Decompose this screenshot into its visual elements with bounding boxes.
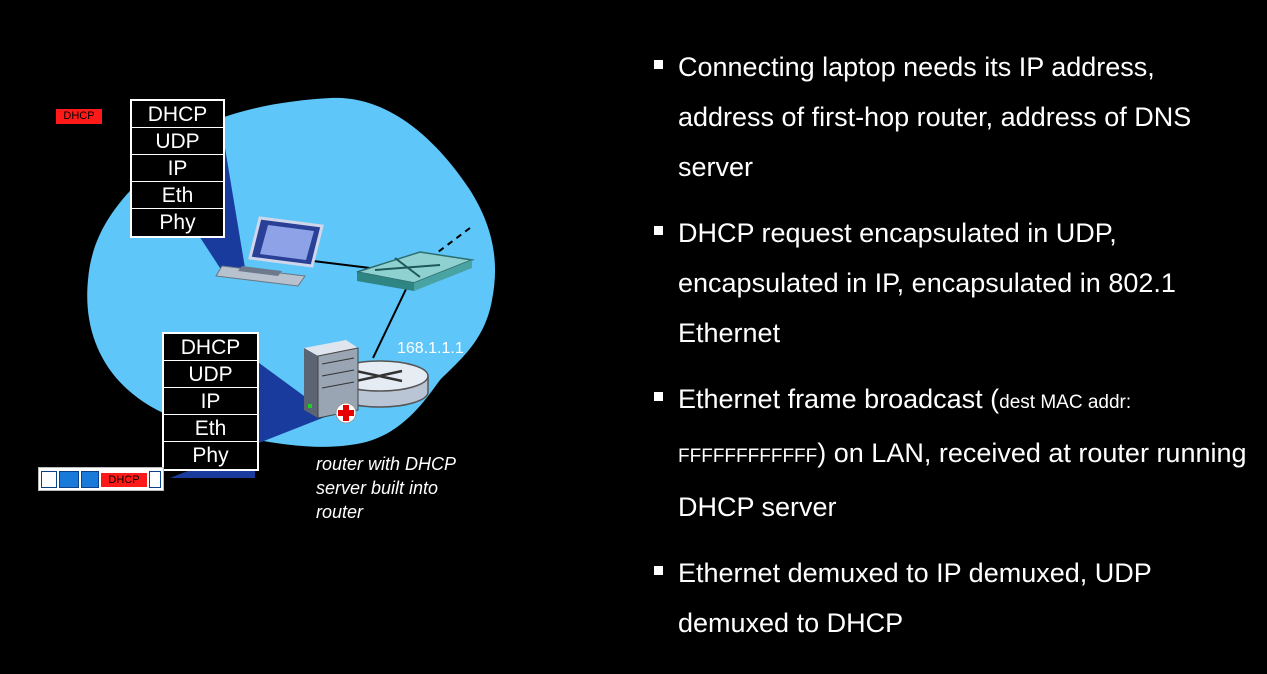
stack-layer-udp: UDP	[132, 128, 223, 155]
bullet-square-icon	[654, 392, 663, 401]
switch-icon	[356, 251, 475, 291]
stack-layer-phy: Phy	[159, 211, 196, 234]
router-caption-line: router	[316, 502, 364, 522]
bullet-item: Ethernet frame broadcast (dest MAC addr:…	[648, 374, 1248, 532]
stack-layer-eth: Eth	[164, 415, 257, 442]
stack-layer-dhcp: DHCP	[132, 101, 223, 128]
bullet-list: Connecting laptop needs its IP address, …	[648, 42, 1248, 664]
router-beam	[170, 360, 330, 478]
frame-header-block	[41, 471, 57, 488]
bullet-text: Connecting laptop needs its IP address, …	[678, 52, 1192, 182]
bullet-text-pre: Ethernet frame broadcast (	[678, 384, 1000, 414]
server-icon	[304, 340, 359, 419]
stack-layer-ip: IP	[132, 155, 223, 182]
switch-router-cable	[372, 284, 409, 359]
ethernet-frame: DHCP	[38, 467, 164, 491]
stack-layer-udp: UDP	[164, 361, 257, 388]
laptop-icon	[215, 216, 324, 287]
stack-layer-eth: Eth	[132, 182, 223, 209]
bullet-item: DHCP request encapsulated in UDP, encaps…	[648, 208, 1248, 358]
laptop-protocol-stack: DHCP UDP IP Eth Phy	[130, 99, 225, 238]
laptop-switch-cable	[304, 259, 371, 269]
bullet-square-icon	[654, 60, 663, 69]
router-caption-line: router with DHCP	[316, 454, 457, 474]
frame-tail-block	[149, 471, 161, 488]
dhcp-message-tag: DHCP	[56, 109, 102, 124]
bullet-text: DHCP request encapsulated in UDP, encaps…	[678, 218, 1176, 348]
bullet-square-icon	[654, 566, 663, 575]
bullet-text: Ethernet demuxed to IP demuxed, UDP demu…	[678, 558, 1152, 638]
uplink-cable	[429, 227, 471, 259]
router-caption-line: server built into	[316, 478, 439, 498]
stack-layer-ip: IP	[164, 388, 257, 415]
bullet-item: Connecting laptop needs its IP address, …	[648, 42, 1248, 192]
frame-ip-block	[59, 471, 79, 488]
dhcp-network-diagram: DHCP UDP IP Eth Phy DHCP UDP IP Eth Phy …	[0, 0, 620, 674]
router-caption: router with DHCP server built into route…	[316, 452, 456, 524]
bullet-text-post: ) on LAN, received at router running DHC…	[678, 438, 1247, 522]
network-drawing	[87, 97, 496, 478]
frame-udp-block	[81, 471, 99, 488]
stack-layer-phy: Phy	[192, 444, 229, 467]
router-ip-label: 168.1.1.1	[397, 340, 464, 357]
health-cross-icon	[335, 402, 357, 424]
dest-mac-note: dest MAC addr: FFFFFFFFFFFF	[678, 392, 1132, 467]
router-protocol-stack: DHCP UDP IP Eth Phy	[162, 332, 259, 471]
stack-layer-dhcp: DHCP	[164, 334, 257, 361]
frame-dhcp-tag: DHCP	[101, 473, 147, 487]
bullet-item: Ethernet demuxed to IP demuxed, UDP demu…	[648, 548, 1248, 648]
bullet-square-icon	[654, 226, 663, 235]
